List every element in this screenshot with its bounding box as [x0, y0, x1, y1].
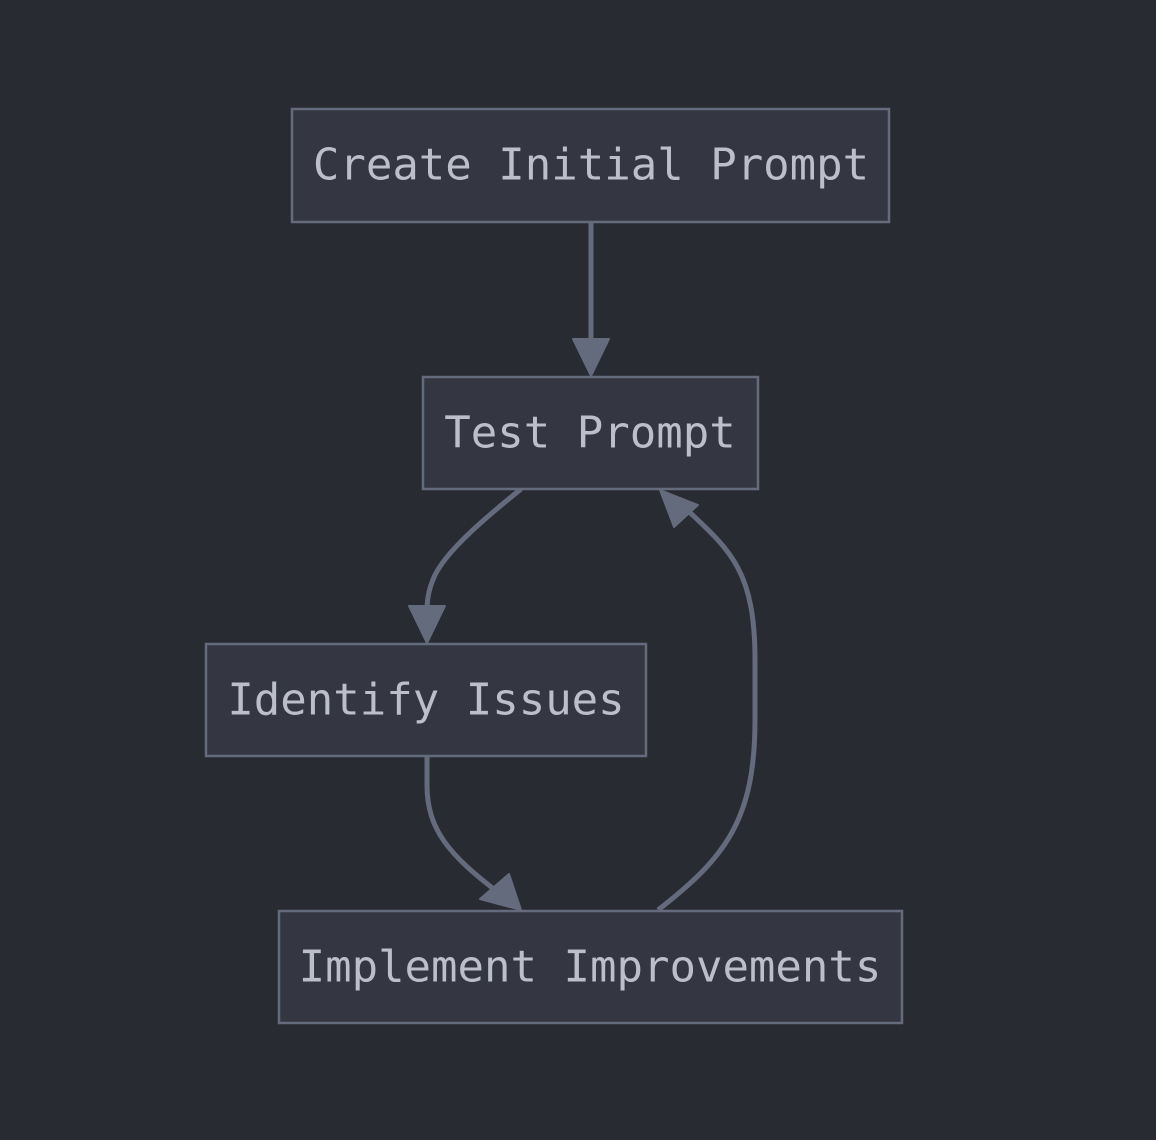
- edge-identify-to-implement: [424, 756, 497, 892]
- edge-create-to-test-arrowhead: [572, 338, 610, 377]
- node-box: [277, 909, 904, 1025]
- node-label: Test Prompt: [444, 408, 735, 459]
- node-create-initial-prompt[interactable]: Create Initial Prompt: [290, 107, 891, 224]
- node-test-prompt[interactable]: Test Prompt: [421, 375, 760, 491]
- node-label: Identify Issues: [227, 675, 624, 726]
- node-box: [204, 642, 648, 758]
- edge-test-to-identify: [424, 487, 523, 613]
- node-label: Create Initial Prompt: [313, 140, 869, 191]
- edge-implement-to-test-arrowhead: [659, 489, 699, 528]
- edge-identify-to-implement-arrowhead: [479, 873, 522, 911]
- node-identify-issues[interactable]: Identify Issues: [204, 642, 648, 758]
- edge-test-to-identify-arrowhead: [408, 605, 446, 644]
- node-box: [421, 375, 760, 491]
- node-box: [290, 107, 891, 224]
- node-implement-improvements[interactable]: Implement Improvements: [277, 909, 904, 1025]
- node-label: Implement Improvements: [299, 942, 882, 993]
- edges: [408, 222, 758, 912]
- edge-implement-to-test: [656, 506, 758, 912]
